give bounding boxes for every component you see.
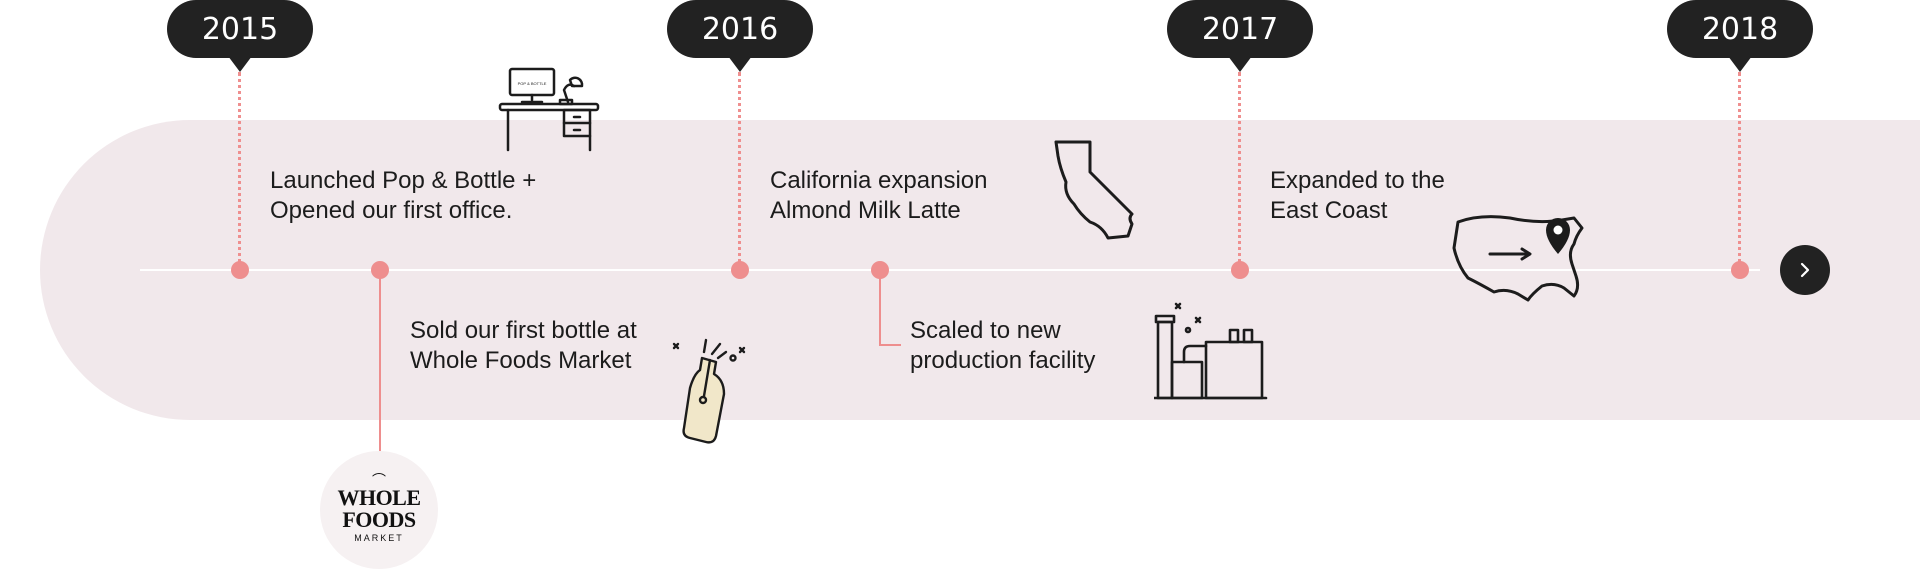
event-east-coast-caption: Expanded to the East Coast — [1270, 166, 1445, 226]
event-california-line1: California expansion — [770, 167, 988, 194]
year-2016-connector — [738, 72, 741, 270]
event-scaled-line1: Scaled to new — [910, 317, 1061, 344]
chevron-right-icon — [1800, 262, 1810, 278]
next-button[interactable] — [1780, 245, 1830, 295]
usa-map-icon — [1452, 215, 1584, 302]
california-map-icon — [1054, 140, 1134, 240]
desk-screen-label: POP & BOTTLE — [518, 81, 547, 86]
event-scaled-caption: Scaled to new production facility — [910, 316, 1095, 376]
year-2018-connector — [1738, 72, 1741, 270]
whole-foods-word2: FOODS — [342, 507, 416, 532]
node-2017 — [1231, 261, 1249, 279]
event-first-bottle-line1: Sold our first bottle at — [410, 317, 637, 344]
year-2015-pill: 2015 — [167, 0, 313, 72]
desk-icon: POP & BOTTLE — [498, 67, 600, 152]
node-2015 — [231, 261, 249, 279]
whole-foods-word3: MARKET — [354, 533, 404, 543]
first-bottle-drop-line — [379, 278, 381, 451]
event-first-bottle-line2: Whole Foods Market — [410, 347, 632, 374]
event-scaled-line2: production facility — [910, 347, 1096, 374]
node-2016 — [731, 261, 749, 279]
scaled-hook-line — [879, 344, 901, 346]
timeline-axis — [140, 269, 1760, 271]
bottle-icon — [672, 338, 746, 444]
event-launch-line2: Opened our first office. — [270, 197, 513, 224]
event-california-caption: California expansion Almond Milk Latte — [770, 166, 987, 226]
node-first-bottle — [371, 261, 389, 279]
whole-foods-word1: WHOLE — [337, 485, 421, 510]
scaled-drop-line — [879, 278, 881, 346]
year-2015-connector — [238, 72, 241, 270]
event-california-line2: Almond Milk Latte — [770, 197, 961, 224]
event-launch-line1: Launched Pop & Bottle + — [270, 167, 537, 194]
factory-icon — [1154, 302, 1268, 400]
whole-foods-leaf-icon: ⌒ — [372, 474, 386, 489]
event-launch-caption: Launched Pop & Bottle + Opened our first… — [270, 166, 536, 226]
year-2017-pill: 2017 — [1167, 0, 1313, 72]
node-scaled — [871, 261, 889, 279]
year-2017-connector — [1238, 72, 1241, 270]
node-2018 — [1731, 261, 1749, 279]
event-first-bottle-caption: Sold our first bottle at Whole Foods Mar… — [410, 316, 637, 376]
whole-foods-logo: ⌒ WHOLE FOODS MARKET — [320, 451, 438, 569]
year-2018-pill: 2018 — [1667, 0, 1813, 72]
event-east-coast-line1: Expanded to the — [1270, 167, 1445, 194]
event-east-coast-line2: East Coast — [1270, 197, 1388, 224]
year-2016-pill: 2016 — [667, 0, 813, 72]
